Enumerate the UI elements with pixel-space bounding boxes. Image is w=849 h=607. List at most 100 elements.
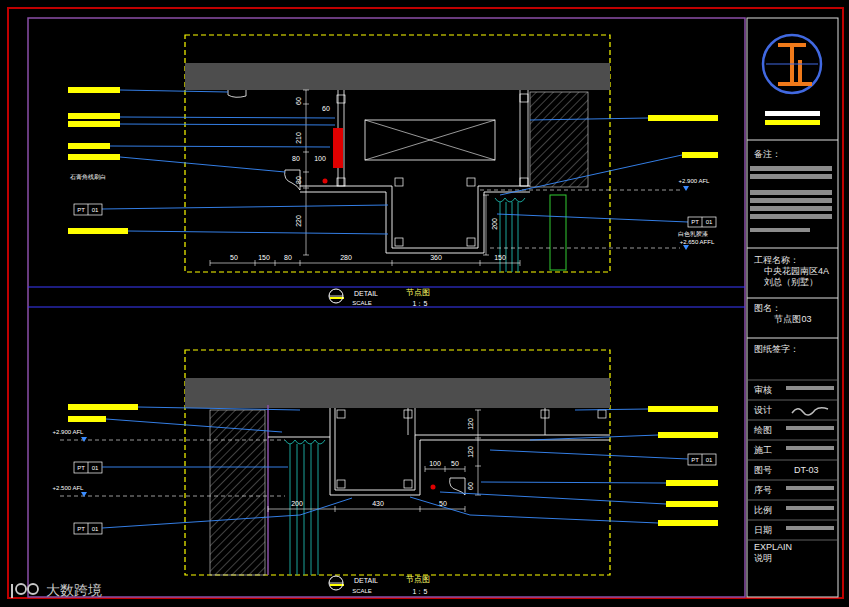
note-bar bbox=[750, 214, 832, 219]
timber-block bbox=[337, 95, 345, 103]
timber-block bbox=[337, 178, 345, 186]
scale-value: 1：5 bbox=[413, 300, 428, 307]
tag-number: 01 bbox=[706, 457, 713, 463]
tag-code: PT bbox=[77, 465, 85, 471]
level-mark: +2.650 AFFL bbox=[680, 239, 715, 245]
tag-number: 01 bbox=[706, 219, 713, 225]
callout-bar bbox=[658, 520, 718, 526]
note-bar bbox=[750, 228, 810, 232]
callout-bar bbox=[330, 584, 344, 586]
dimension: 200 bbox=[491, 218, 498, 230]
timber-block bbox=[467, 178, 475, 186]
watermark: 大数跨境 bbox=[46, 583, 102, 597]
red-fixture bbox=[333, 128, 343, 168]
callout-bar bbox=[658, 432, 718, 438]
dimension-line bbox=[210, 90, 520, 266]
timber-block bbox=[404, 480, 412, 488]
drawing-frame bbox=[28, 18, 745, 597]
callout-bar bbox=[648, 406, 718, 412]
dimension: 80 bbox=[295, 176, 302, 184]
level-mark: +2.900 AFL bbox=[679, 178, 710, 184]
title-block-cell: 施工 bbox=[752, 442, 834, 458]
cell-text: 比例 bbox=[754, 505, 772, 516]
tag-number: 01 bbox=[92, 526, 99, 532]
dimension: 100 bbox=[314, 155, 326, 162]
title-block-frame bbox=[747, 18, 838, 597]
hanger bbox=[338, 90, 528, 186]
level-marker bbox=[81, 437, 87, 442]
ceiling-outline bbox=[300, 186, 530, 253]
note-bar bbox=[786, 446, 834, 450]
logo-ring bbox=[763, 35, 821, 93]
title-block-cell: 图名：节点图03 bbox=[752, 302, 834, 334]
callout-bar bbox=[68, 228, 128, 234]
scale-label: SCALE bbox=[352, 588, 372, 594]
detail-symbol-line bbox=[329, 583, 343, 584]
level-mark: +2.500 AFL bbox=[53, 485, 84, 491]
concrete-slab bbox=[185, 63, 610, 90]
detail-title: 节点图 bbox=[406, 289, 430, 297]
note-bar bbox=[786, 526, 834, 530]
ceiling-outline bbox=[268, 408, 610, 495]
detail-frame bbox=[185, 350, 610, 575]
dimension: 60 bbox=[295, 97, 302, 105]
dimension: 220 bbox=[295, 215, 302, 227]
level-marker bbox=[81, 492, 87, 497]
tag-code: PT bbox=[77, 207, 85, 213]
cornice bbox=[228, 90, 246, 97]
tags bbox=[74, 204, 716, 534]
curtain bbox=[495, 198, 525, 272]
dimension: 120 bbox=[467, 446, 474, 458]
level-mark: +2.900 AFL bbox=[53, 429, 84, 435]
watermark-logo bbox=[11, 584, 13, 598]
cell-text: 序号 bbox=[754, 485, 772, 496]
callout-bar bbox=[68, 87, 120, 93]
dimension: 50 bbox=[230, 254, 238, 261]
title-block-cell: 工程名称：中央花园南区4A刘总（别墅） bbox=[752, 254, 834, 292]
callout-bar bbox=[68, 143, 110, 149]
cell-text: EXPLAIN bbox=[754, 542, 832, 553]
title-block-cell: 图号 DT-03 bbox=[752, 462, 834, 478]
dimension: 120 bbox=[467, 418, 474, 430]
dimension: 280 bbox=[340, 254, 352, 261]
dimension: 100 bbox=[429, 460, 441, 467]
cell-text: 设计 bbox=[754, 405, 772, 416]
note-bar bbox=[786, 426, 834, 430]
detail-title: 节点图 bbox=[406, 576, 430, 584]
hanger bbox=[408, 408, 545, 435]
material-note: 石膏角线刷白 bbox=[70, 174, 106, 180]
cell-text: 绘图 bbox=[754, 425, 772, 436]
dimension: 80 bbox=[284, 254, 292, 261]
logo-bar bbox=[765, 111, 820, 116]
cell-text: 施工 bbox=[754, 445, 772, 456]
note-bar bbox=[786, 506, 834, 510]
outer-border bbox=[8, 8, 843, 598]
timber-block bbox=[337, 410, 345, 418]
note-bars bbox=[750, 166, 834, 530]
note-bar bbox=[750, 174, 832, 179]
timber-block bbox=[337, 480, 345, 488]
watermark-logo bbox=[28, 584, 38, 594]
dimension: 430 bbox=[372, 500, 384, 507]
cell-text: 图名： bbox=[754, 303, 832, 314]
dimension: 210 bbox=[295, 132, 302, 144]
cell-text: DT-03 bbox=[794, 465, 819, 476]
cell-text: 日期 bbox=[754, 525, 772, 536]
callout-bar bbox=[682, 152, 718, 158]
scale-value: 1：5 bbox=[413, 588, 428, 595]
dimension: 80 bbox=[292, 155, 300, 162]
cell-text: 说明 bbox=[754, 553, 832, 564]
cell-text: 图号 bbox=[754, 465, 772, 476]
dimension: 150 bbox=[258, 254, 270, 261]
cell-text: 中央花园南区4A bbox=[754, 266, 832, 277]
detail-title: DETAIL bbox=[354, 577, 378, 584]
tag-code: PT bbox=[691, 219, 699, 225]
dimension: 360 bbox=[430, 254, 442, 261]
level-line bbox=[60, 440, 285, 496]
title-block-cell: 备注： bbox=[752, 148, 834, 161]
detail-symbol bbox=[329, 289, 343, 303]
timber-block bbox=[395, 238, 403, 246]
scale-label: SCALE bbox=[352, 300, 372, 306]
leader-line bbox=[102, 407, 688, 528]
